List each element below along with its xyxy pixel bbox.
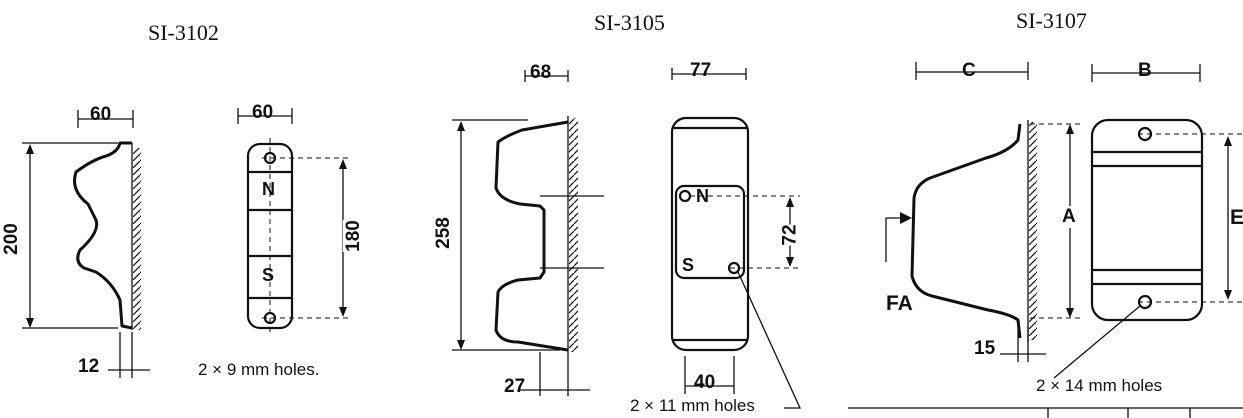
dim-3105-hole-spacing: 72 xyxy=(779,224,802,246)
title-si-3107: SI-3107 xyxy=(1016,8,1087,33)
dim-3105-front-width: 77 xyxy=(690,60,712,81)
holes-note-3107: 2 × 14 mm holes xyxy=(1036,376,1163,395)
si-3102-front-view xyxy=(237,108,352,334)
holes-note-3102: 2 × 9 mm holes. xyxy=(198,360,320,379)
dim-3105-base: 27 xyxy=(504,376,526,397)
title-si-3105: SI-3105 xyxy=(594,10,665,35)
dim-3107-e: E xyxy=(1230,206,1243,229)
si-3102-side-view xyxy=(22,110,150,378)
mark-3102-north: N xyxy=(262,179,275,199)
title-si-3102: SI-3102 xyxy=(148,20,219,45)
dim-3107-c: C xyxy=(962,60,976,81)
dim-3107-a: A xyxy=(1062,206,1076,228)
mark-3105-north: N xyxy=(696,186,709,206)
spec-table-fragment xyxy=(848,407,1243,418)
dim-3105-side-width: 68 xyxy=(530,62,552,83)
si-3107-side-view xyxy=(885,62,1080,362)
si-3107-front-view xyxy=(1053,64,1243,379)
dim-3102-side-width: 60 xyxy=(90,104,112,125)
si-3105-front-view xyxy=(670,68,802,409)
dim-3107-b: B xyxy=(1138,60,1152,81)
holes-note-3105: 2 × 11 mm holes xyxy=(630,396,755,415)
dim-3102-hole-spacing: 180 xyxy=(342,220,365,252)
dim-3105-bottom-width: 40 xyxy=(694,372,716,393)
mark-3102-south: S xyxy=(262,265,275,285)
dim-3102-base: 12 xyxy=(78,356,100,377)
dim-3102-height: 200 xyxy=(0,223,22,255)
mark-3105-south: S xyxy=(682,255,695,275)
dim-3107-base: 15 xyxy=(974,338,996,359)
label-3107-fa: FA xyxy=(886,292,913,315)
dim-3102-front-width: 60 xyxy=(252,102,274,123)
si-3105-side-view xyxy=(452,70,604,396)
dim-3105-height: 258 xyxy=(432,217,454,249)
